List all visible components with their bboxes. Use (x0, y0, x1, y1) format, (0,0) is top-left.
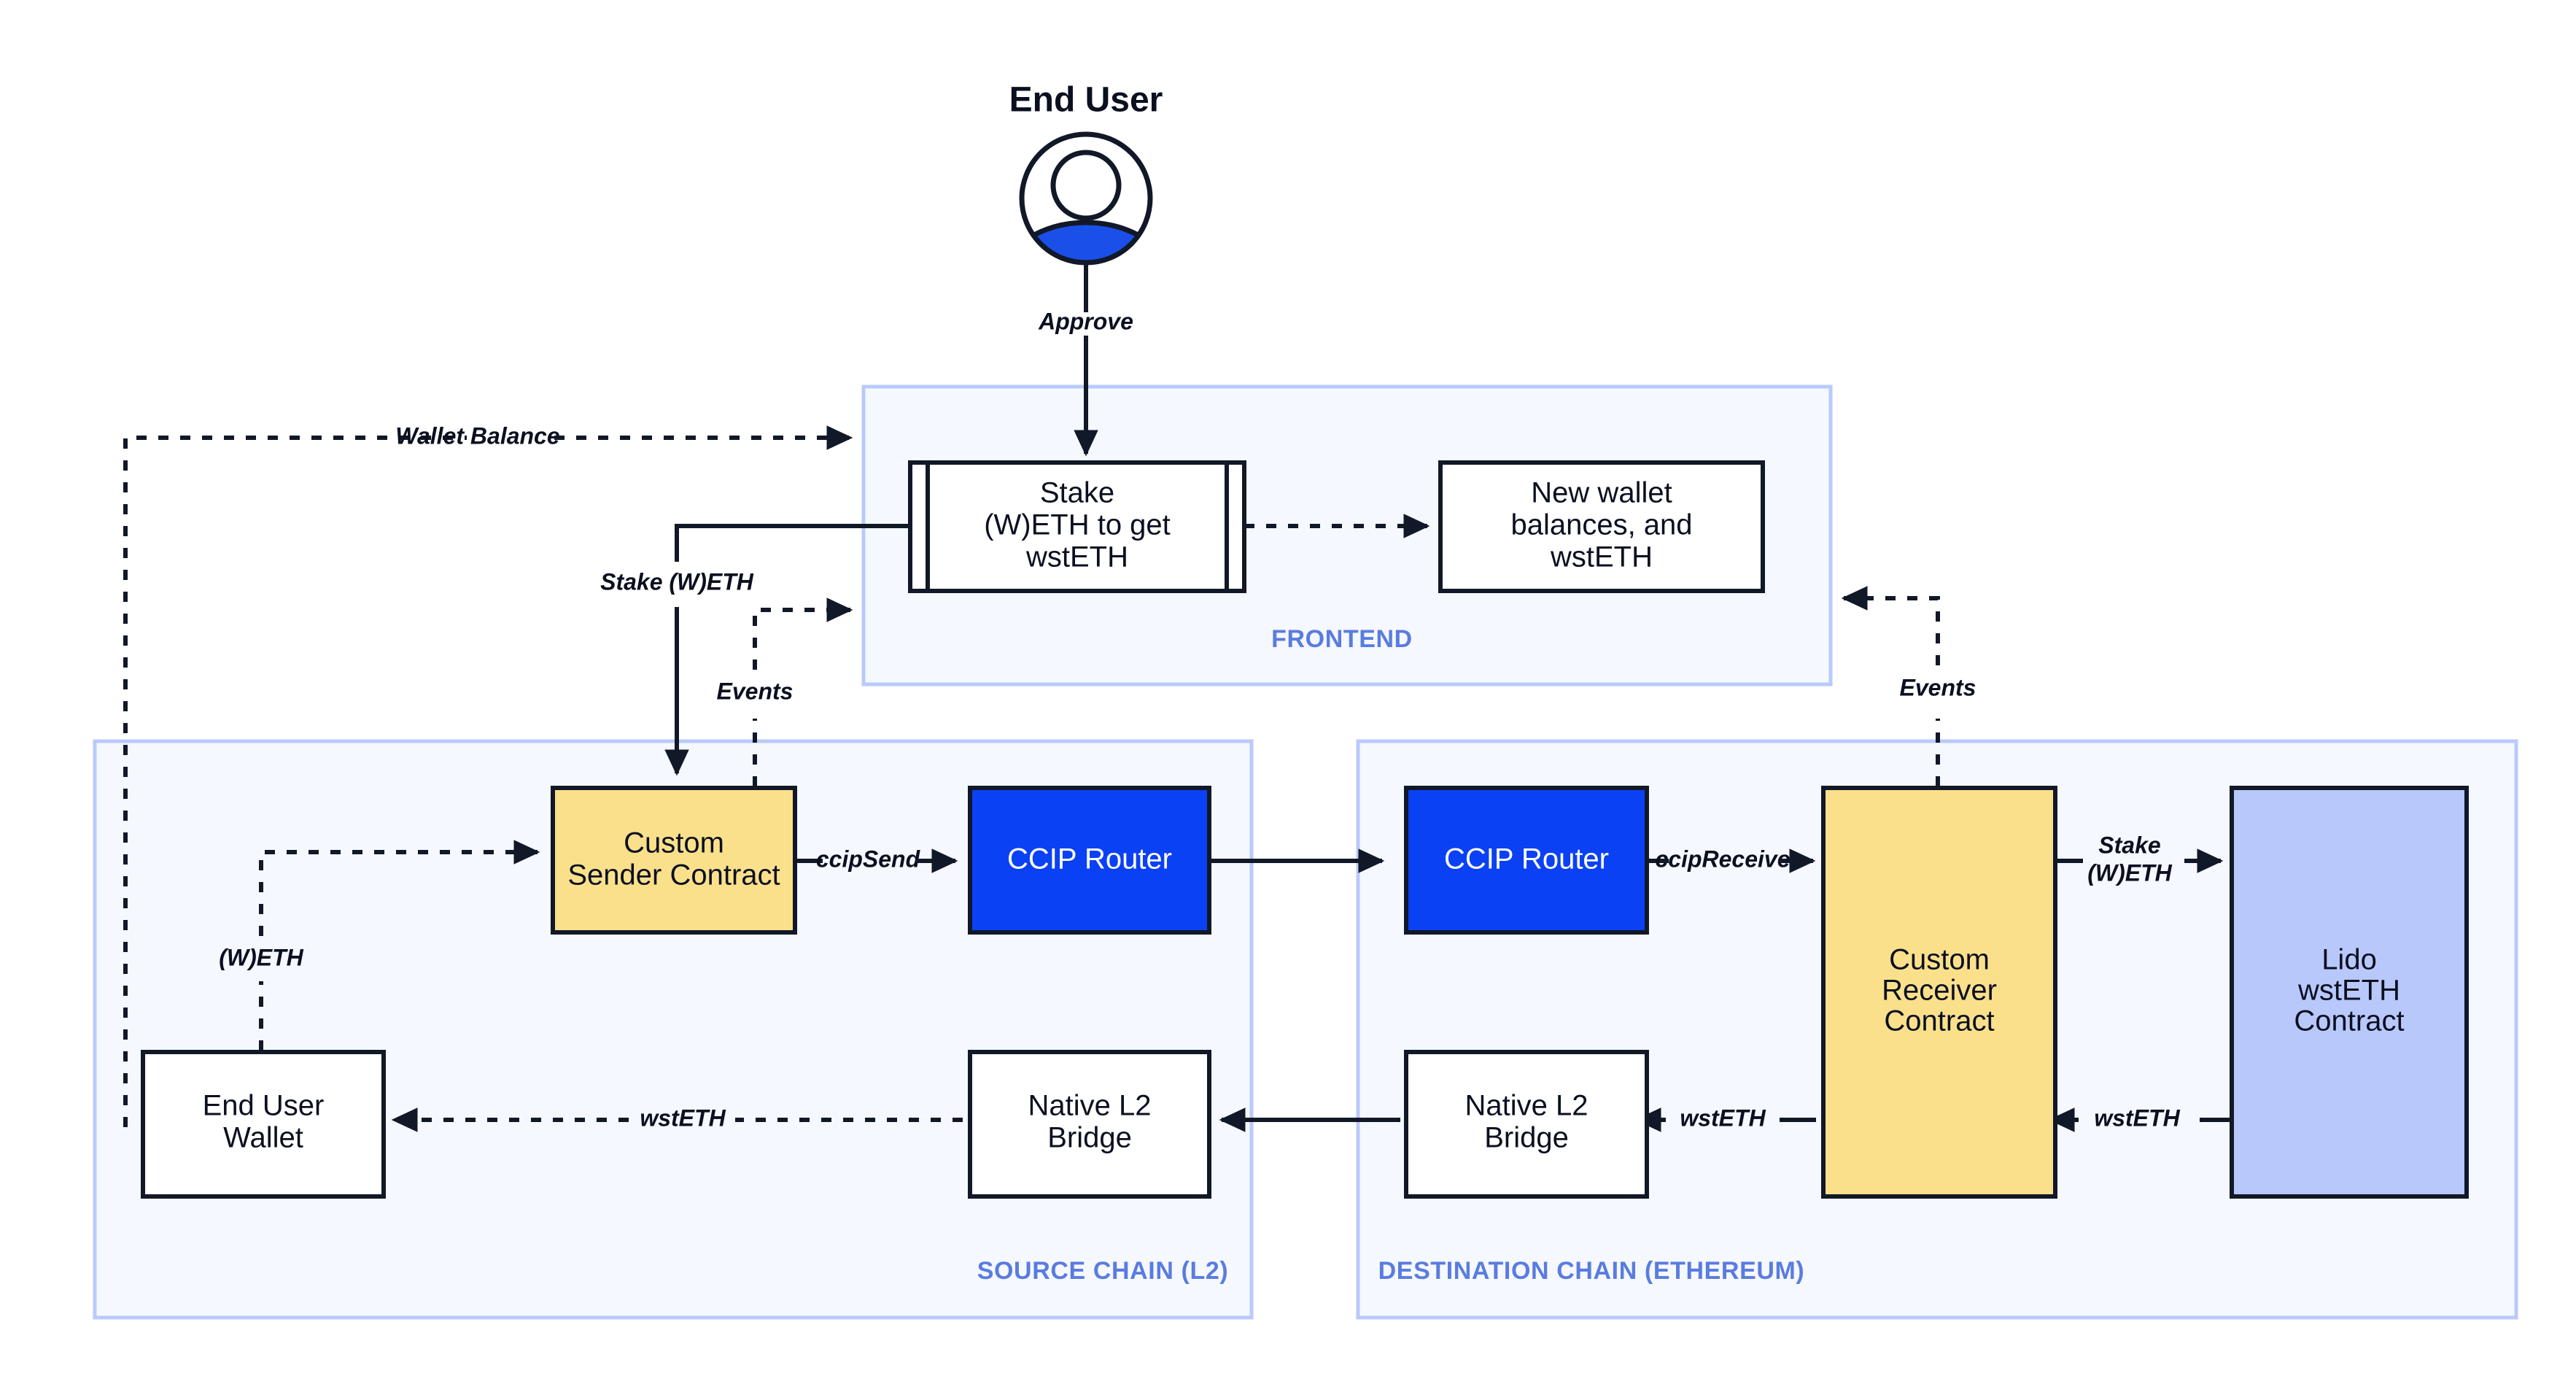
node-ccip-router-destination[interactable]: CCIP Router (1404, 786, 1649, 935)
lido-wsteth-line-1: Lido (2321, 944, 2377, 976)
custom-receiver-rect[interactable] (1821, 786, 2057, 1199)
custom-receiver-line-1: Custom (1889, 944, 1990, 976)
lido-wsteth-line-2: wstETH (2297, 975, 2400, 1007)
edge-wsteth-receiver-to-bridge: wstETH (1634, 1105, 1816, 1132)
custom-receiver-line-2: Receiver (1882, 975, 1997, 1007)
zone-source-chain-label: SOURCE CHAIN (L2) (977, 1257, 1229, 1285)
approve-edge-label: Approve (1038, 308, 1133, 334)
events-left-label: Events (717, 678, 794, 704)
node-lido-wsteth-contract[interactable]: Lido wstETH Contract (2230, 786, 2469, 1199)
custom-sender-line-2: Sender Contract (567, 859, 780, 892)
edge-events-left: Events (717, 597, 853, 786)
lido-wsteth-rect[interactable] (2230, 786, 2469, 1199)
edge-weth-wallet-to-sender: (W)ETH (219, 840, 540, 1051)
end-user-title: End User (1009, 81, 1163, 120)
zone-frontend-label: FRONTEND (1271, 625, 1413, 653)
weth-label: (W)ETH (219, 944, 303, 970)
end-user-wallet-rect[interactable] (141, 1050, 386, 1199)
wsteth-lido-label: wstETH (2094, 1105, 2180, 1131)
node-native-bridge-destination[interactable]: Native L2 Bridge (1404, 1050, 1649, 1199)
native-bridge-source-line-2: Bridge (1047, 1122, 1132, 1154)
edge-stake-weth: Stake (W)ETH (600, 524, 910, 776)
stake-form-line-3: wstETH (1025, 541, 1128, 573)
ccip-send-label: ccipSend (816, 846, 921, 872)
custom-receiver-line-3: Contract (1884, 1005, 1994, 1037)
ccip-router-source-label: CCIP Router (1007, 843, 1172, 875)
custom-sender-line-1: Custom (624, 827, 724, 859)
wsteth-wallet-label: wstETH (640, 1105, 726, 1131)
stake-form-rect[interactable] (908, 460, 1246, 593)
lido-wsteth-line-3: Contract (2294, 1005, 2404, 1037)
native-bridge-source-rect[interactable] (968, 1050, 1211, 1199)
node-native-bridge-source[interactable]: Native L2 Bridge (968, 1050, 1211, 1199)
stake-form-line-1: Stake (1040, 477, 1114, 509)
edge-ccip-send: ccipSend (796, 846, 958, 873)
zone-destination-chain-label: DESTINATION CHAIN (ETHEREUM) (1378, 1257, 1805, 1285)
new-balances-line-3: wstETH (1550, 541, 1653, 573)
stake-weth-dst-label-1: Stake (2098, 832, 2160, 858)
user-avatar-icon (1019, 131, 1153, 266)
new-balances-rect[interactable] (1438, 460, 1765, 593)
edge-ccip-receive: ccipReceive (1647, 846, 1816, 873)
edge-wallet-balance: Wallet Balance (123, 422, 853, 1127)
node-custom-sender-contract[interactable]: Custom Sender Contract (551, 786, 797, 935)
stake-form-line-2: (W)ETH to get (984, 509, 1171, 541)
node-new-balances[interactable]: New wallet balances, and wstETH (1438, 460, 1765, 593)
native-bridge-destination-line-1: Native L2 (1465, 1090, 1588, 1122)
stake-weth-dst-label-2: (W)ETH (2087, 859, 2172, 886)
node-custom-receiver-contract[interactable]: Custom Receiver Contract (1821, 786, 2057, 1199)
edge-wsteth-bridge-to-wallet: wstETH (391, 1105, 963, 1132)
node-stake-form[interactable]: Stake (W)ETH to get wstETH (908, 460, 1246, 593)
edge-stake-weth-dst: Stake (W)ETH (2055, 832, 2224, 886)
stake-weth-path-upper (675, 524, 910, 562)
end-user-wallet-line-2: Wallet (223, 1122, 303, 1154)
edge-wsteth-lido-to-receiver: wstETH (2048, 1105, 2238, 1132)
node-ccip-router-source[interactable]: CCIP Router (968, 786, 1211, 935)
native-bridge-destination-line-2: Bridge (1484, 1122, 1569, 1154)
ccip-router-destination-rect[interactable] (1404, 786, 1649, 935)
ccip-router-source-rect[interactable] (968, 786, 1211, 935)
stake-weth-label: Stake (W)ETH (600, 568, 754, 595)
ccip-receive-label: ccipReceive (1655, 846, 1790, 872)
native-bridge-destination-rect[interactable] (1404, 1050, 1649, 1199)
wallet-balance-label: Wallet Balance (395, 422, 559, 449)
custom-sender-rect[interactable] (551, 786, 797, 935)
weth-path-upper (259, 840, 540, 936)
node-end-user-wallet[interactable]: End User Wallet (141, 1050, 386, 1199)
ccip-router-destination-label: CCIP Router (1444, 843, 1609, 875)
events-right-label: Events (1900, 674, 1976, 700)
end-user-wallet-line-1: End User (203, 1090, 325, 1122)
new-balances-line-2: balances, and (1510, 509, 1692, 541)
native-bridge-source-line-1: Native L2 (1028, 1090, 1152, 1122)
edge-events-right: Events (1841, 586, 1976, 786)
new-balances-line-1: New wallet (1531, 477, 1672, 509)
events-left-path-upper (753, 597, 853, 670)
events-right-path-upper (1841, 586, 1940, 665)
wsteth-receiver-label: wstETH (1680, 1105, 1766, 1131)
